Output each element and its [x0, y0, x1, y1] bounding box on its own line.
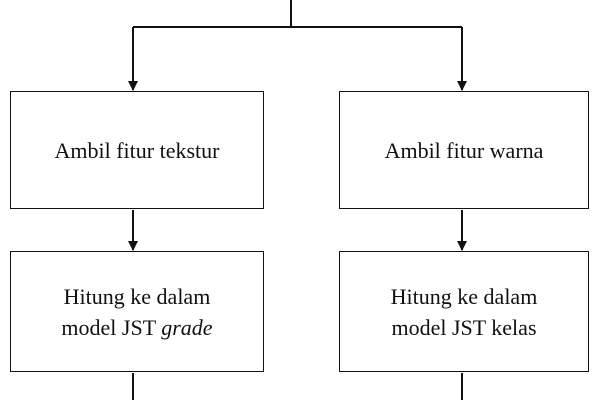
color-feature-label: Ambil fitur warna: [384, 137, 544, 163]
grade-model-label-prefix: model JST: [61, 314, 162, 340]
grade-model-label: Hitung ke dalam model JST grade: [61, 281, 212, 343]
class-model-label: Hitung ke dalam model JST kelas: [391, 281, 538, 343]
color-feature-node: Ambil fitur warna: [339, 91, 589, 209]
grade-model-label-line1: Hitung ke dalam: [63, 283, 211, 309]
grade-model-label-line2: model JST grade: [61, 312, 212, 343]
grade-model-node: Hitung ke dalam model JST grade: [10, 251, 264, 372]
class-model-label-line1: Hitung ke dalam: [390, 283, 538, 309]
texture-feature-node: Ambil fitur tekstur: [10, 91, 264, 209]
class-model-node: Hitung ke dalam model JST kelas: [339, 251, 589, 372]
grade-model-label-emphasis: grade: [161, 314, 213, 340]
class-model-label-line2: model JST kelas: [391, 314, 537, 340]
texture-feature-label: Ambil fitur tekstur: [54, 137, 220, 163]
